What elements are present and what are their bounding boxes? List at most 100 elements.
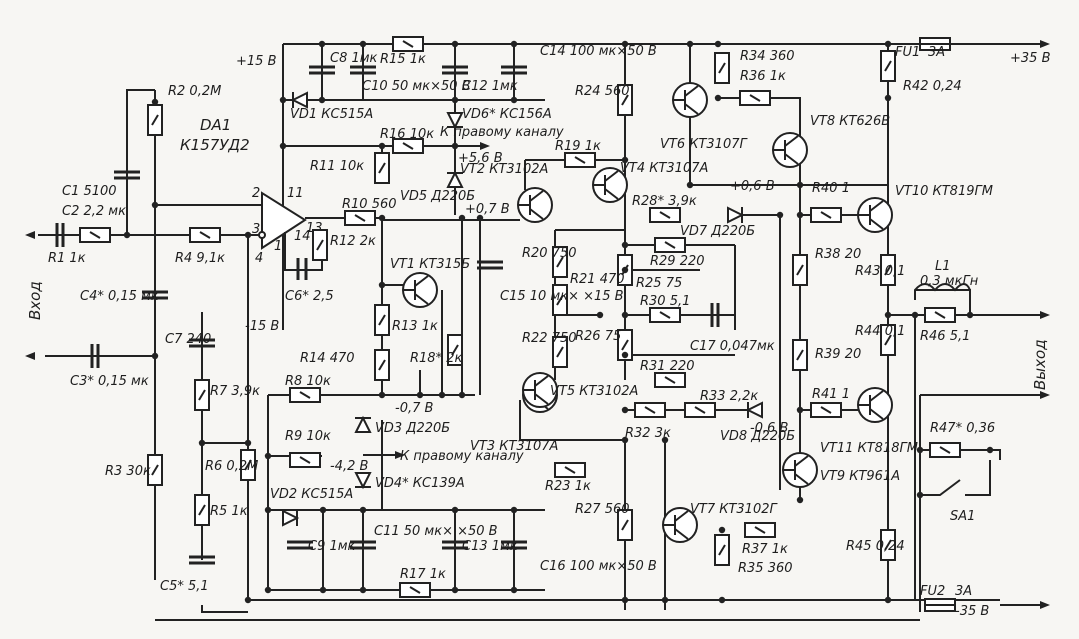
transistor-label: VT10 КТ819ГМ [895, 184, 993, 199]
resistor-r21 [552, 284, 568, 316]
capacitor-c4-star [142, 290, 168, 300]
svg-text:3А: 3А [955, 584, 972, 599]
svg-text:+0,6 В: +0,6 В [730, 179, 775, 194]
diode-label: VD5 Д220Б [400, 189, 475, 204]
resistor-r8 [289, 387, 321, 403]
resistor-r27 [617, 509, 633, 541]
resistor-r46 [924, 307, 956, 323]
junction-dot [458, 391, 466, 399]
capacitor-label: C16 100 мк×50 В [540, 559, 657, 574]
transistor-label: VT2 КТ3102А [460, 162, 548, 177]
fuse-fu2 [924, 598, 956, 612]
junction-dot [359, 586, 367, 594]
junctions [123, 40, 994, 604]
resistor-r36 [739, 90, 771, 106]
resistor-r30 [649, 307, 681, 323]
diode-vd8 [745, 401, 763, 419]
resistor-r16 [392, 138, 424, 154]
resistor-label: R15 1к [380, 52, 426, 67]
junction-dot [451, 586, 459, 594]
resistor-label: R44 0,1 [855, 324, 905, 339]
resistor-r6 [240, 449, 256, 481]
junction-dot [264, 452, 272, 460]
capacitor-label: C2 2,2 мк [62, 204, 126, 219]
diode-label: VD8 Д220Б [720, 429, 795, 444]
opamp-ref: DA1 [200, 116, 231, 134]
junction-dot [718, 526, 726, 534]
resistor-r22 [552, 336, 568, 368]
transistor-label: VT5 КТ3102А [550, 384, 638, 399]
transistor-vt11 [857, 387, 893, 423]
rail-plus35: +35 В [1010, 51, 1051, 66]
capacitor-label: C13 1мк [462, 539, 518, 554]
resistor-r19 [564, 152, 596, 168]
junction-dot [621, 156, 629, 164]
capacitor-label: C17 0,047мк [690, 339, 775, 354]
junction-dot [359, 506, 367, 514]
resistor-label: R26 75 [575, 329, 621, 344]
resistor-label: R30 5,1 [640, 294, 690, 309]
capacitor-plates [55, 65, 720, 565]
capacitor-label: C10 50 мк×50 В [362, 79, 471, 94]
capacitor-c17 [710, 303, 720, 327]
resistor-r32 [634, 402, 666, 418]
resistor-r29 [654, 237, 686, 253]
svg-text:0,3 мкГн: 0,3 мкГн [920, 274, 979, 289]
svg-text:L1: L1 [935, 259, 951, 274]
resistor-r23 [554, 462, 586, 478]
junction-dot [451, 506, 459, 514]
junction-dot [986, 446, 994, 454]
to-right-channel-top: К правому каналу [440, 125, 564, 140]
junction-dot [319, 506, 327, 514]
junction-dot [621, 266, 629, 274]
junction-dot [621, 596, 629, 604]
transistor-vt8 [772, 132, 808, 168]
svg-text:-4,2 В: -4,2 В [330, 459, 368, 474]
junction-dot [123, 231, 131, 239]
resistor-r9 [289, 452, 321, 468]
rail-minus35: -35 В [955, 604, 989, 619]
resistor-r13 [374, 304, 390, 336]
svg-text:FU2: FU2 [920, 584, 945, 599]
capacitor-c1 [114, 170, 140, 180]
junction-dot [458, 214, 466, 222]
junction-dot [714, 40, 722, 48]
resistor-label: R42 0,24 [903, 79, 962, 94]
resistor-label: R13 1к [392, 319, 438, 334]
junction-dot [378, 214, 386, 222]
resistor-label: R31 220 [640, 359, 695, 374]
capacitor-c10 [350, 65, 376, 75]
junction-dot [378, 281, 386, 289]
resistor-label: R25 75 [636, 276, 682, 291]
svg-text:-0,7 В: -0,7 В [395, 401, 433, 416]
transistor-label: VT7 КТ3102Г [690, 502, 778, 517]
diode-label: VD6* КС156А [462, 107, 552, 122]
resistor-r2 [147, 104, 163, 136]
io-arrows [25, 40, 1050, 609]
capacitor-c3-star [90, 344, 100, 368]
svg-text:11: 11 [287, 186, 304, 201]
resistor-r43 [880, 254, 896, 286]
junction-dot [510, 40, 518, 48]
junction-dot [151, 352, 159, 360]
junction-dot [686, 181, 694, 189]
resistor-r15 [392, 36, 424, 52]
junction-dot [718, 596, 726, 604]
resistor-label: R6 0,2М [205, 459, 258, 474]
input-label: Вход [26, 281, 44, 320]
diodes [282, 91, 763, 527]
transistor-label: VT11 КТ818ГМ [820, 441, 918, 456]
transistor-vt6 [672, 82, 708, 118]
transistor-vt5 [522, 372, 558, 408]
svg-text:FU1: FU1 [895, 45, 920, 60]
transistors [402, 82, 893, 543]
diode-label: VD7 Д220Б [680, 224, 755, 239]
svg-text:14: 14 [294, 229, 311, 244]
resistor-label: R39 20 [815, 347, 861, 362]
resistor-r38 [792, 254, 808, 286]
resistor-r42 [880, 50, 896, 82]
resistor-label: R35 360 [738, 561, 793, 576]
capacitor-label: C12 1мк [462, 79, 518, 94]
resistor-label: R43 0,1 [855, 264, 905, 279]
